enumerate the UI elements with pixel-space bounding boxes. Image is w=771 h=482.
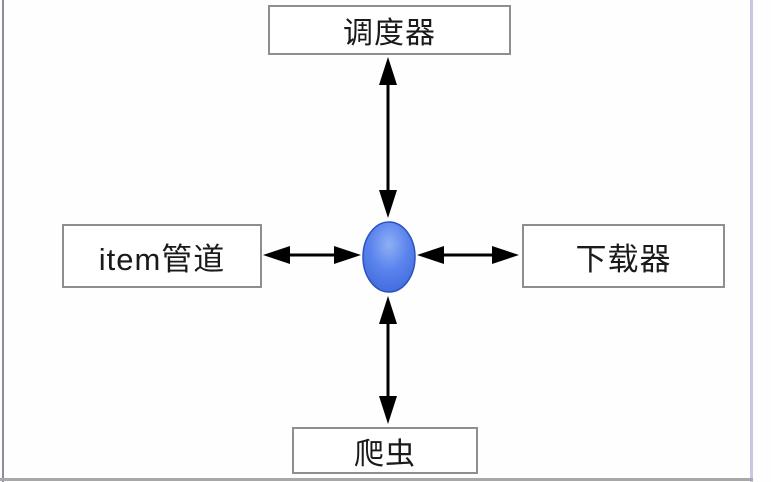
node-scheduler: 调度器 — [268, 5, 511, 55]
node-spider: 爬虫 — [292, 427, 478, 474]
page-left-border — [2, 0, 4, 482]
arrow-engine-downloader — [417, 246, 519, 264]
arrow-engine-scheduler — [379, 57, 397, 218]
node-scheduler-label: 调度器 — [343, 17, 436, 50]
node-item-pipeline-label: item管道 — [98, 241, 226, 277]
arrow-engine-spider — [379, 296, 397, 424]
node-spider-label: 爬虫 — [354, 437, 416, 471]
node-downloader-label: 下载器 — [575, 241, 672, 277]
arrow-engine-item-pipeline — [263, 246, 361, 264]
page-right-border — [750, 0, 753, 482]
engine-node — [362, 221, 416, 293]
page-bottom-border — [0, 478, 753, 481]
node-downloader: 下载器 — [522, 224, 725, 288]
node-item-pipeline: item管道 — [62, 224, 262, 288]
